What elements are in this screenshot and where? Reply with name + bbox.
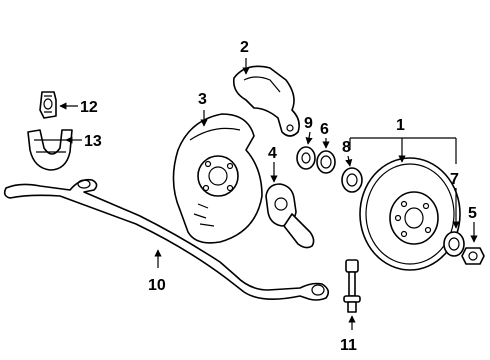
splash-shield	[172, 113, 263, 244]
callout-4: 4	[268, 145, 277, 162]
callout-9-leader	[305, 131, 313, 145]
hub-nut	[461, 247, 485, 265]
callout-12: 12	[80, 99, 98, 116]
callout-1-leader	[349, 137, 456, 163]
callout-8-leader	[345, 155, 353, 167]
stabilizer-bar	[3, 178, 330, 301]
callout-9: 9	[304, 115, 313, 132]
bearing-race	[341, 167, 363, 193]
callout-13: 13	[84, 133, 102, 150]
callout-11: 11	[340, 337, 357, 354]
brake-rotor-hub	[359, 157, 461, 271]
callout-7: 7	[450, 171, 459, 188]
callout-6: 6	[320, 121, 329, 138]
callout-8: 8	[342, 139, 351, 156]
stabilizer-link	[343, 259, 361, 313]
bearing-seal	[296, 146, 316, 170]
callout-1: 1	[396, 117, 405, 134]
callout-5: 5	[468, 205, 477, 222]
callout-10: 10	[148, 277, 166, 294]
stabilizer-bracket	[27, 129, 73, 171]
callout-3: 3	[198, 91, 207, 108]
brake-caliper-shield	[232, 65, 300, 137]
outer-wheel-bearing	[443, 231, 465, 257]
callout-2: 2	[240, 39, 249, 56]
stabilizer-bushing	[39, 91, 57, 119]
steering-spindle	[265, 183, 315, 249]
inner-wheel-bearing	[316, 150, 336, 174]
